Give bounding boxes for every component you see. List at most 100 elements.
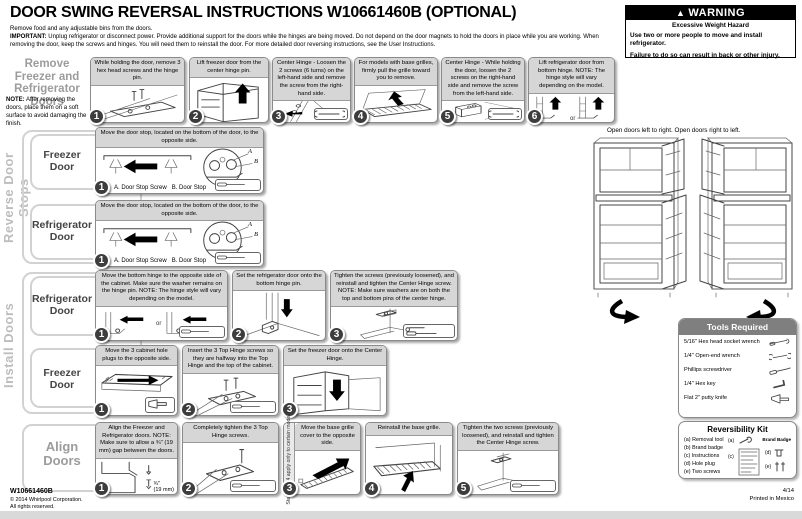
important-paragraph: IMPORTANT: Unplug refrigerator or discon…: [10, 33, 620, 49]
revision-date: 4/14: [782, 488, 794, 494]
screwdriver-tool-chip: [230, 480, 276, 492]
step-number-badge: 2: [230, 326, 247, 343]
kit-item: (e) Two screws: [684, 469, 721, 476]
two-screws-icon: [775, 461, 785, 472]
row-label-refrigerator-door: Refrigerator Door: [31, 219, 93, 243]
align-step-5-panel: Tighten the two screws (previously loose…: [455, 422, 559, 497]
install-freezer-step-3-panel: Set the freezer door onto the Center Hin…: [281, 345, 387, 418]
screwdriver-tool-chip: [179, 326, 225, 338]
remove-step-1-panel: While holding the door, remove 3 hex hea…: [88, 57, 185, 125]
kit-fig-a-label: (a): [728, 438, 735, 444]
step-illustration: A B A. Door Stop Screw B. Door Stop: [96, 221, 263, 266]
kit-item: (b) Brand badge: [684, 445, 723, 452]
step-instruction: Tighten the screws (previously loosened)…: [331, 271, 457, 307]
align-step-2-panel: Completely tighten the 3 Top Hinge screw…: [180, 422, 279, 497]
tool-name: 1/4" Open-end wrench: [684, 353, 740, 359]
important-label: IMPORTANT:: [10, 34, 47, 40]
remove-step-3-panel: Center Hinge - Loosen the 2 screws (6 tu…: [270, 57, 351, 125]
instructions-sheet-icon: [738, 448, 760, 476]
kit-figures: (a) Brand Badge (c) (d) (e): [728, 436, 791, 477]
tool-name: Phillips screwdriver: [684, 367, 732, 373]
align-step-4-panel: Reinstall the base grille. 4: [363, 422, 453, 497]
screwdriver-icon: [181, 329, 209, 334]
screwdriver-and-wrench-icon: [405, 327, 437, 336]
step-instruction: Tighten the two screws (previously loose…: [458, 423, 558, 452]
step-number-badge: 4: [363, 480, 380, 497]
warning-consequence: Failure to do so can result in back or o…: [630, 51, 780, 59]
refrigerator-left-to-right-figure: [593, 137, 687, 324]
install-refrigerator-step-2-panel: Set the refrigerator door onto the botto…: [230, 270, 326, 343]
step-number-badge: 4: [352, 108, 369, 125]
door-stop-art: [103, 148, 253, 187]
removal-tool-icon: [739, 436, 752, 444]
freezer-onto-center-hinge-art: [293, 371, 381, 415]
step-illustration: [295, 451, 360, 494]
page-title: DOOR SWING REVERSAL INSTRUCTIONS W106614…: [10, 4, 517, 21]
step-illustration: [91, 86, 184, 122]
warning-box: ▲WARNING Excessive Weight Hazard Use two…: [625, 5, 796, 59]
callout-a: A: [248, 221, 252, 229]
open-end-wrench-icon: [769, 352, 791, 360]
center-hinge-final-art: [477, 452, 533, 491]
step-illustration: ¾" (19 mm): [96, 459, 177, 494]
install-refrigerator-step-3-panel: Tighten the screws (previously loosened)…: [328, 270, 458, 343]
footer-left: W10661460B © 2014 Whirlpool Corporation.…: [10, 487, 83, 511]
remove-step-6-panel: Lift refrigerator door from bottom hinge…: [526, 57, 615, 125]
open-end-wrench-icon: [489, 110, 519, 118]
tools-required-title: Tools Required: [679, 319, 796, 335]
screwdriver-tool-chip: [215, 252, 261, 264]
doors-diagram-caption: Open doors left to right. Open doors rig…: [607, 127, 741, 134]
grille-cover-art: [298, 458, 354, 489]
or-text: or: [156, 320, 162, 327]
step-illustration: [233, 291, 325, 340]
screwdriver-icon: [217, 255, 245, 260]
step-number-badge: 3: [328, 326, 345, 343]
screwdriver-icon: [232, 404, 260, 409]
install-bracket: [22, 272, 142, 414]
step-number-badge: 3: [281, 480, 298, 497]
putty-knife-icon: [148, 399, 167, 409]
screwdriver-icon: [512, 483, 540, 488]
kit-item: (c) Instructions: [684, 453, 720, 460]
important-text: Unplug refrigerator or disconnect power.…: [10, 34, 599, 49]
wrench-tool-chip: [488, 108, 522, 120]
phillips-screwdriver-icon: [769, 367, 791, 375]
refrigerator-right-to-left-figure: [699, 137, 793, 324]
remove-step-2-panel: Lift freezer door from the center hinge …: [187, 57, 269, 125]
step-number-badge: 5: [455, 480, 472, 497]
step-number-badge: 2: [180, 401, 197, 418]
kit-fig-b-label: Brand Badge: [762, 437, 791, 442]
warning-word: WARNING: [688, 7, 746, 19]
step-instruction: Center Hinge - Loosen the 2 screws (6 tu…: [273, 58, 350, 102]
step-instruction: Lift refrigerator door from bottom hinge…: [529, 58, 614, 94]
step-illustration: [183, 374, 278, 415]
step-instruction: Move the bottom hinge to the opposite si…: [96, 271, 227, 307]
step-instruction: Move the base grille cover to the opposi…: [295, 423, 360, 452]
step-instruction: Move the door stop, located on the botto…: [96, 201, 263, 222]
screwdriver-tool-chip: [510, 480, 556, 492]
bottom-hinge-move-art: [105, 311, 207, 334]
screwdriver-icon: [217, 182, 245, 187]
step-number-badge: 1: [93, 326, 110, 343]
step-illustration: [190, 78, 268, 122]
top-hinge-screws-art: [192, 377, 256, 415]
callout-b: B: [254, 158, 258, 166]
putty-knife-icon: [771, 393, 789, 404]
tool-item: Flat 2" putty knife: [679, 391, 796, 405]
remove-note: NOTE: After removing the doors, place th…: [6, 97, 87, 128]
step-instruction: While holding the door, remove 3 hex hea…: [91, 58, 184, 87]
legend-caption: A. Door Stop Screw B. Door Stop: [114, 258, 207, 264]
kit-fig-d-label: (d): [765, 450, 772, 456]
step-illustration: or: [529, 94, 614, 122]
step-instruction: Completely tighten the 3 Top Hinge screw…: [183, 423, 278, 444]
or-text: or: [570, 115, 576, 122]
hole-plug-icon: [774, 449, 784, 457]
tool-name: 5/16" Hex head socket wrench: [684, 339, 760, 345]
tool-name: Flat 2" putty knife: [684, 395, 728, 401]
align-step-1-panel: Align the Freezer and Refrigerator doors…: [93, 422, 178, 497]
step-illustration: [442, 101, 524, 122]
rights-line: All rights reserved.: [10, 504, 55, 511]
align-step-3-panel: Steps 3 & 4 apply only to certain models…: [281, 412, 361, 505]
install-freezer-step-1-panel: Move the 3 cabinet hole plugs to the opp…: [93, 345, 178, 418]
